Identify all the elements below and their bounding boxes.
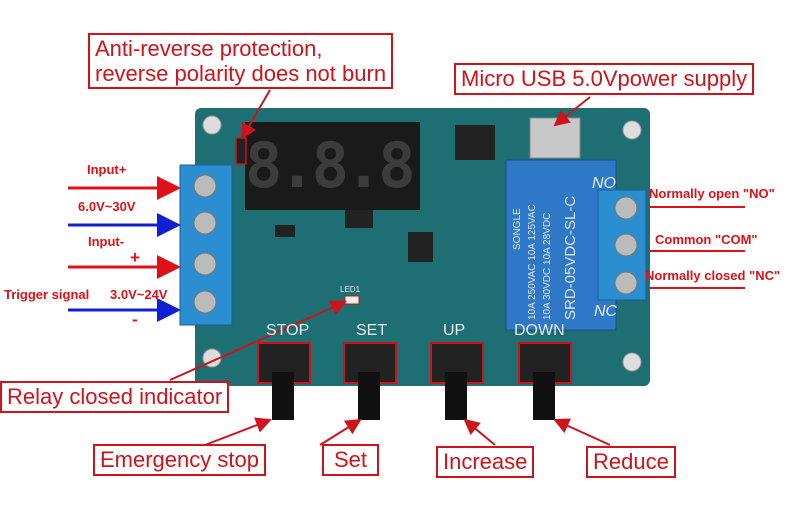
- underline-no: [650, 206, 745, 208]
- label-trigger-voltage: 3.0V~24V: [110, 287, 168, 302]
- callout-anti-reverse-line1: Anti-reverse protection,: [95, 36, 323, 61]
- label-plus-sign: +: [130, 248, 140, 267]
- led-label: LED1: [340, 285, 361, 294]
- input-terminal-block: [179, 164, 233, 326]
- button-label-down: DOWN: [514, 322, 565, 339]
- label-minus-sign: -: [132, 310, 138, 329]
- leader-led: [169, 300, 347, 381]
- relay-brand: SONGLE: [512, 208, 523, 250]
- status-led: [344, 295, 360, 305]
- relay-rating-2: 10A 30VDC 10A 28VDC: [542, 213, 553, 320]
- relay-model: SRD-05VDC-SL-C: [562, 196, 579, 320]
- no-mark: NO: [592, 175, 616, 192]
- label-trigger-signal: Trigger signal: [4, 287, 90, 302]
- mount-hole: [622, 352, 642, 372]
- label-input-minus: Input-: [88, 234, 125, 249]
- relay-terminal-block: [597, 189, 647, 301]
- chip: [408, 232, 433, 262]
- leader-down: [553, 418, 611, 446]
- label-normally-open: Normally open "NO": [649, 186, 775, 201]
- mount-hole: [202, 115, 222, 135]
- leader-stop: [204, 417, 272, 446]
- leader-usb: [553, 96, 591, 127]
- label-input-voltage: 6.0V~30V: [78, 199, 136, 214]
- nc-mark: NC: [594, 303, 618, 320]
- callout-relay-indicator: Relay closed indicator: [0, 381, 230, 413]
- display-digits: 8.8.8.: [245, 129, 420, 202]
- underline-nc: [650, 287, 745, 289]
- label-common: Common "COM": [655, 232, 758, 247]
- callout-emergency-stop: Emergency stop: [93, 444, 266, 476]
- callout-reduce: Reduce: [586, 446, 676, 478]
- led-display: [245, 122, 420, 210]
- mount-hole: [622, 120, 642, 140]
- relay-rating-1: 10A 250VAC 10A 125VAC: [527, 204, 538, 320]
- button-label-set: SET: [356, 322, 388, 339]
- callout-increase: Increase: [436, 446, 535, 478]
- chip: [345, 210, 373, 228]
- underline-com: [650, 250, 745, 252]
- button-label-up: UP: [443, 322, 466, 339]
- callout-set: Set: [322, 444, 380, 476]
- callout-usb-power: Micro USB 5.0Vpower supply: [454, 63, 755, 95]
- label-input-plus: Input+: [87, 162, 127, 177]
- ic-chip: [455, 125, 495, 160]
- push-buttons: [257, 342, 572, 420]
- leader-up: [463, 418, 496, 446]
- leader-set: [319, 418, 362, 446]
- button-label-stop: STOP: [266, 322, 310, 339]
- callout-anti-reverse: Anti-reverse protection, reverse polarit…: [88, 33, 394, 89]
- label-normally-closed: Normally closed "NC": [645, 268, 781, 283]
- chip: [275, 225, 295, 237]
- callout-anti-reverse-line2: reverse polarity does not burn: [95, 61, 387, 86]
- leader-anti-reverse: [240, 89, 271, 140]
